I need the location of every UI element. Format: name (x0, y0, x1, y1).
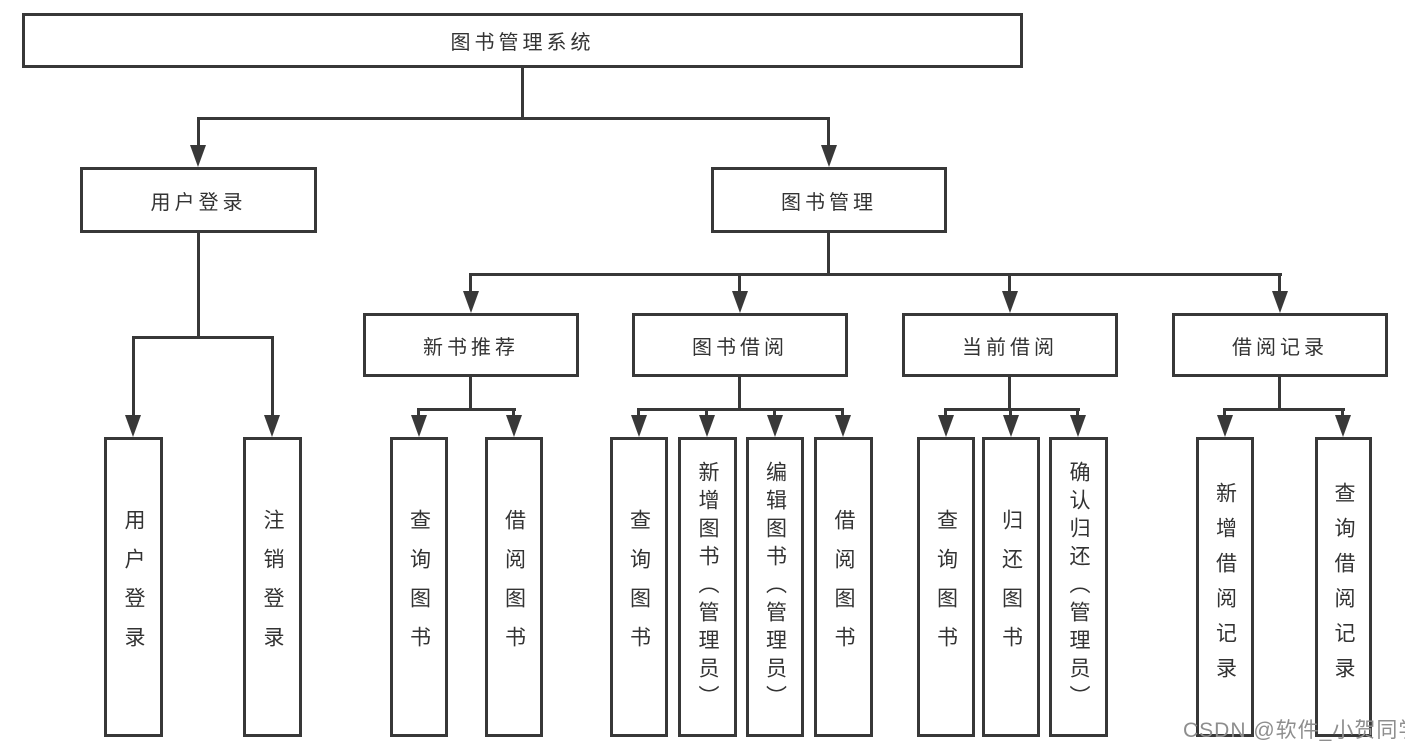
leaf-history-add-record: 新增借阅记录 (1196, 437, 1254, 737)
edge-stem (1278, 377, 1281, 408)
arrowhead-down-icon (732, 291, 748, 313)
node-library-system: 图书管理系统 (22, 13, 1023, 68)
edge-drop (738, 273, 741, 293)
edge-rail (132, 336, 274, 339)
leaf-borrow-edit-books-admin: 编辑图书（管理员） (746, 437, 804, 737)
leaf-borrow-query-books: 查询图书 (610, 437, 668, 737)
node-book-borrow: 图书借阅 (632, 313, 848, 377)
arrowhead-down-icon (1070, 415, 1086, 437)
edge-stem (1008, 377, 1011, 408)
edge-drop (827, 117, 830, 147)
arrowhead-down-icon (190, 145, 206, 167)
leaf-current-return-books: 归还图书 (982, 437, 1040, 737)
edge-drop (1076, 408, 1079, 416)
edge-drop (132, 336, 135, 416)
edge-drop (271, 336, 274, 416)
edge-drop (1341, 408, 1344, 416)
arrowhead-down-icon (835, 415, 851, 437)
arrowhead-down-icon (411, 415, 427, 437)
arrowhead-down-icon (699, 415, 715, 437)
leaf-current-confirm-return-admin: 确认归还（管理员） (1049, 437, 1108, 737)
leaf-newrec-query-books: 查询图书 (390, 437, 448, 737)
edge-rail (637, 408, 844, 411)
edge-stem (827, 233, 830, 273)
arrowhead-down-icon (938, 415, 954, 437)
edge-drop (944, 408, 947, 416)
arrowhead-down-icon (125, 415, 141, 437)
arrowhead-down-icon (1217, 415, 1233, 437)
arrowhead-down-icon (1002, 291, 1018, 313)
watermark-text: CSDN @软件_小贺同学 (1183, 719, 1405, 742)
leaf-current-query-books: 查询图书 (917, 437, 975, 737)
edge-stem (521, 68, 524, 118)
arrowhead-down-icon (821, 145, 837, 167)
leaf-borrow-add-books-admin: 新增图书（管理员） (678, 437, 737, 737)
edge-rail (1223, 408, 1345, 411)
leaf-user-login: 用户登录 (104, 437, 163, 737)
edge-rail (197, 117, 830, 120)
leaf-newrec-borrow-books: 借阅图书 (485, 437, 543, 737)
arrowhead-down-icon (631, 415, 647, 437)
edge-drop (1278, 273, 1281, 293)
edge-drop (705, 408, 708, 416)
arrowhead-down-icon (264, 415, 280, 437)
edge-drop (637, 408, 640, 416)
edge-drop (512, 408, 515, 416)
edge-stem (738, 377, 741, 408)
arrowhead-down-icon (506, 415, 522, 437)
edge-stem (469, 377, 472, 408)
arrowhead-down-icon (1272, 291, 1288, 313)
node-book-management: 图书管理 (711, 167, 947, 233)
arrowhead-down-icon (1335, 415, 1351, 437)
edge-stem (197, 233, 200, 336)
edge-drop (1223, 408, 1226, 416)
edge-rail (469, 273, 1282, 276)
edge-drop (417, 408, 420, 416)
leaf-borrow-borrow-books: 借阅图书 (814, 437, 873, 737)
edge-drop (197, 117, 200, 147)
arrowhead-down-icon (767, 415, 783, 437)
edge-drop (1008, 273, 1011, 293)
node-new-book-recommend: 新书推荐 (363, 313, 579, 377)
edge-drop (773, 408, 776, 416)
edge-drop (841, 408, 844, 416)
node-user-login: 用户登录 (80, 167, 317, 233)
arrowhead-down-icon (1003, 415, 1019, 437)
edge-drop (1009, 408, 1012, 416)
leaf-logout: 注销登录 (243, 437, 302, 737)
leaf-history-query-record: 查询借阅记录 (1315, 437, 1372, 737)
node-borrow-record: 借阅记录 (1172, 313, 1388, 377)
arrowhead-down-icon (463, 291, 479, 313)
node-current-borrow: 当前借阅 (902, 313, 1118, 377)
edge-rail (944, 408, 1080, 411)
edge-drop (469, 273, 472, 293)
edge-rail (417, 408, 516, 411)
